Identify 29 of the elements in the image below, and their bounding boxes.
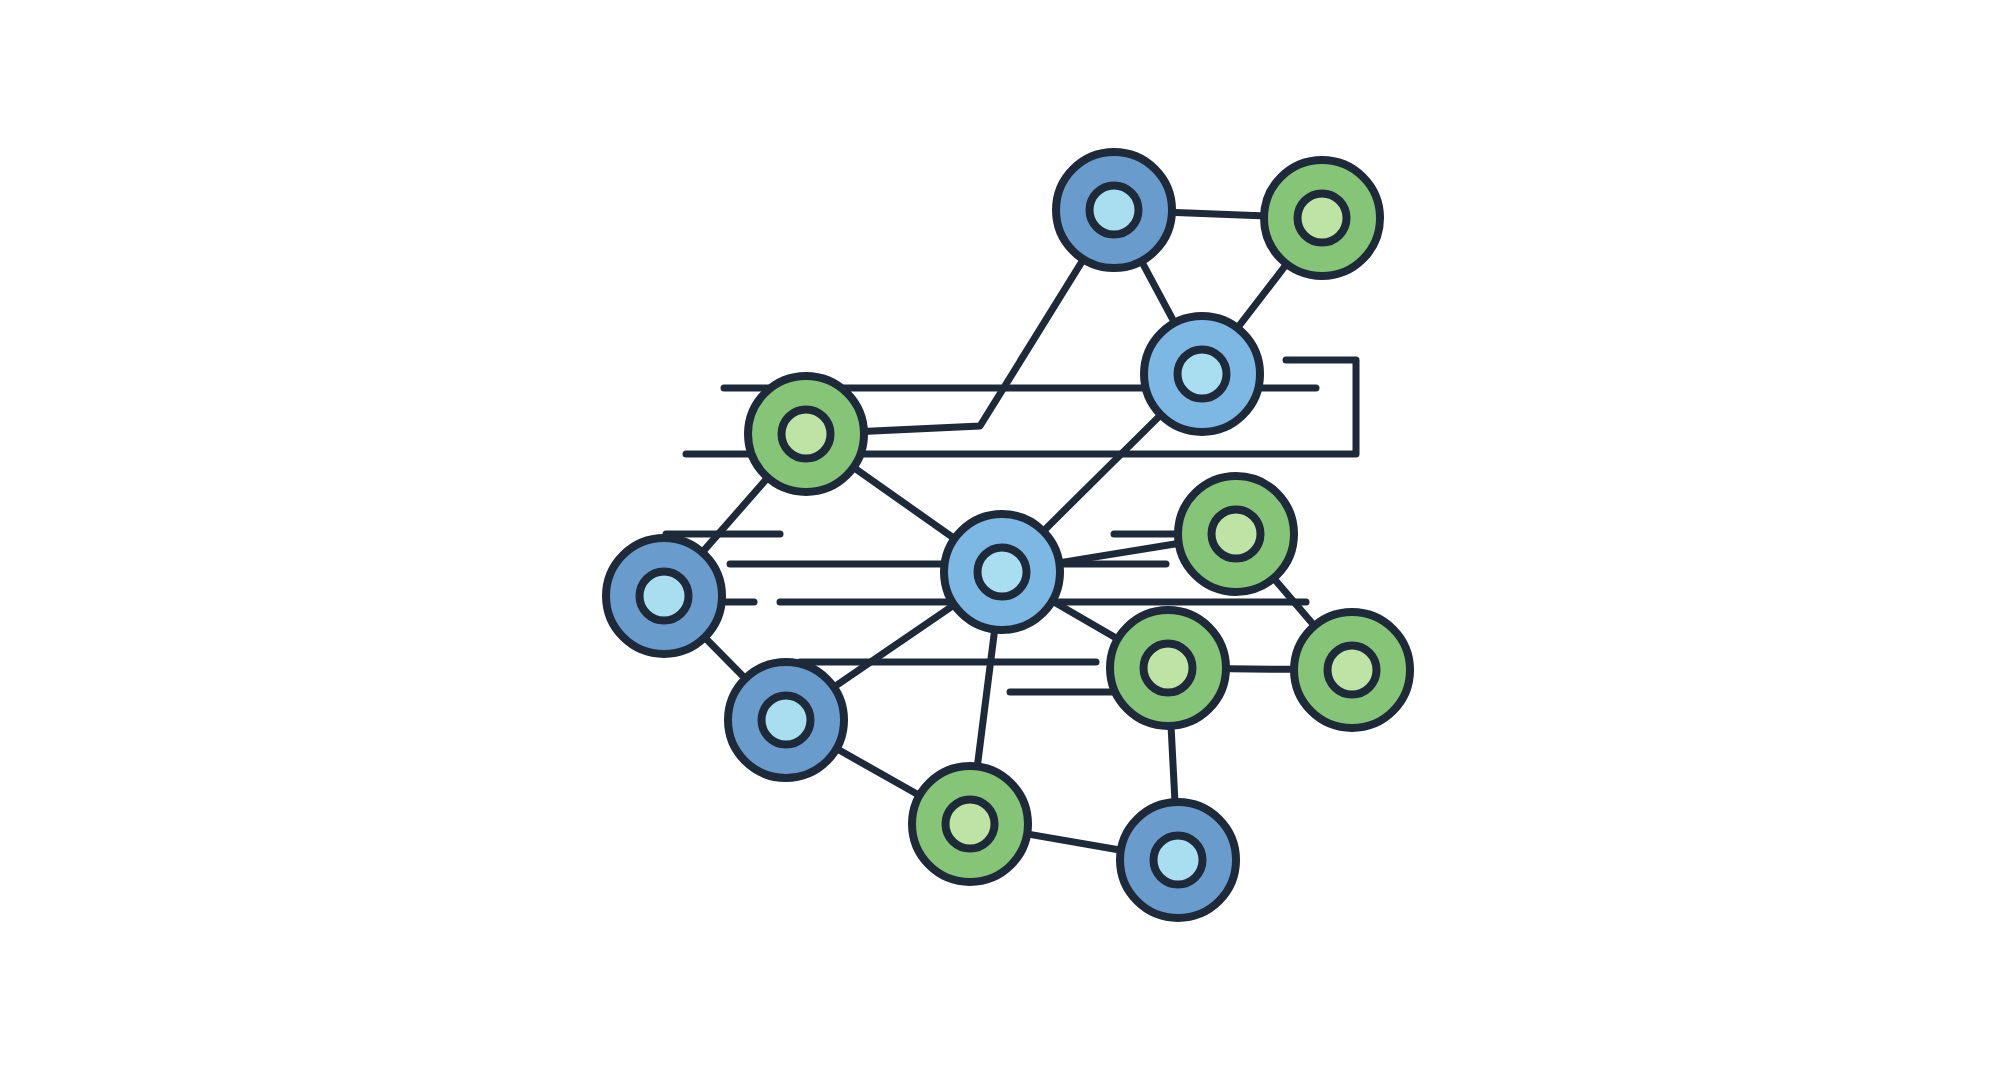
connector-line bbox=[704, 636, 747, 680]
node-circle bbox=[908, 762, 1032, 886]
connector-line bbox=[864, 259, 1085, 435]
node-circle bbox=[1106, 606, 1230, 730]
node-circle bbox=[1174, 472, 1298, 596]
node-circle bbox=[1052, 148, 1176, 272]
connector-line bbox=[1042, 414, 1162, 532]
connector-line bbox=[1172, 208, 1264, 220]
connector-line bbox=[836, 747, 920, 797]
node-circle bbox=[940, 510, 1064, 634]
node-circle bbox=[1290, 608, 1414, 732]
node-circle bbox=[724, 658, 848, 782]
connector-line bbox=[853, 466, 955, 540]
connector-line bbox=[974, 630, 998, 766]
connector-line bbox=[1236, 263, 1288, 329]
connector-line bbox=[701, 477, 769, 553]
connector-line bbox=[1272, 577, 1316, 627]
node-circle bbox=[602, 534, 726, 658]
connector-line bbox=[1139, 261, 1177, 323]
connector-line bbox=[1027, 831, 1121, 853]
connector-line bbox=[1059, 540, 1179, 566]
node-circle bbox=[1260, 156, 1384, 280]
node-circle bbox=[1116, 798, 1240, 922]
connector-line bbox=[1226, 665, 1294, 673]
connector-line bbox=[1167, 726, 1179, 802]
connector-line bbox=[1052, 599, 1118, 641]
connector-line bbox=[833, 603, 955, 689]
node-circle bbox=[744, 372, 868, 496]
node-circle bbox=[1140, 312, 1264, 436]
